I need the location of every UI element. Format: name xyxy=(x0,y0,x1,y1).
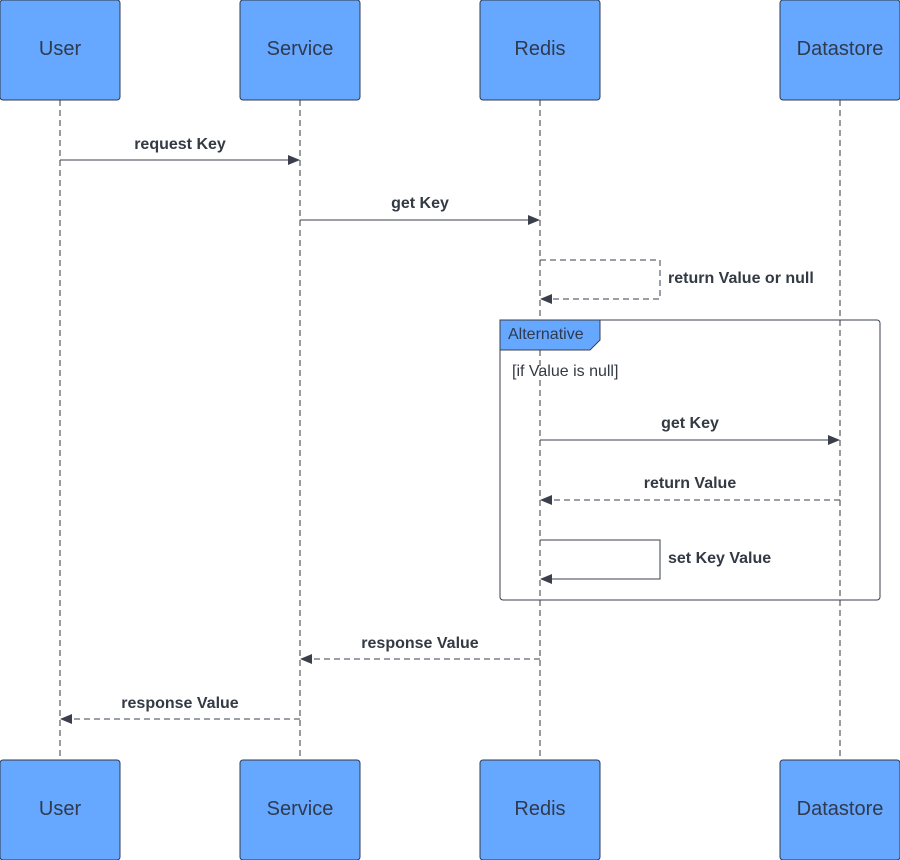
actor-top-datastore[interactable]: Datastore xyxy=(779,0,900,101)
message-response-value-service[interactable]: response Value xyxy=(300,635,540,664)
message-get-key-redis[interactable]: get Key xyxy=(300,195,540,225)
alt-fragment-tab xyxy=(499,319,601,351)
message-label: set Key Value xyxy=(668,550,771,567)
message-return-value[interactable]: return Value xyxy=(540,475,840,505)
actor-top-service[interactable]: Service xyxy=(239,0,361,101)
actor-label-user: User xyxy=(39,38,82,60)
alt-fragment-guard: [if Value is null] xyxy=(512,363,618,380)
message-label: get Key xyxy=(391,195,449,212)
actor-label-service-bottom: Service xyxy=(267,798,334,820)
actor-top-user[interactable]: User xyxy=(0,0,121,101)
alt-fragment: Alternative [if Value is null] xyxy=(499,319,881,601)
actor-bottom-redis[interactable]: Redis xyxy=(479,759,601,860)
message-label: response Value xyxy=(361,635,478,652)
alt-fragment-title: Alternative xyxy=(508,326,584,343)
message-response-value-user[interactable]: response Value xyxy=(60,695,300,724)
message-set-key-value[interactable]: set Key Value xyxy=(540,539,771,584)
actor-label-datastore: Datastore xyxy=(797,38,884,60)
actor-bottom-datastore[interactable]: Datastore xyxy=(779,759,900,860)
actor-bottom-service[interactable]: Service xyxy=(239,759,361,860)
actor-label-service: Service xyxy=(267,38,334,60)
actor-bottom-user[interactable]: User xyxy=(0,759,121,860)
message-label: response Value xyxy=(121,695,238,712)
actor-label-redis: Redis xyxy=(514,38,565,60)
message-label: return Value or null xyxy=(668,270,814,287)
actor-label-user-bottom: User xyxy=(39,798,82,820)
actor-top-redis[interactable]: Redis xyxy=(479,0,601,101)
message-label: get Key xyxy=(661,415,719,432)
actor-label-redis-bottom: Redis xyxy=(514,798,565,820)
message-label: request Key xyxy=(134,136,226,153)
actor-label-datastore-bottom: Datastore xyxy=(797,798,884,820)
message-label: return Value xyxy=(644,475,737,492)
message-get-key-datastore[interactable]: get Key xyxy=(540,415,840,445)
message-request-key[interactable]: request Key xyxy=(60,136,300,165)
message-return-value-or-null[interactable]: return Value or null xyxy=(540,259,814,304)
alt-fragment-frame xyxy=(499,319,881,601)
